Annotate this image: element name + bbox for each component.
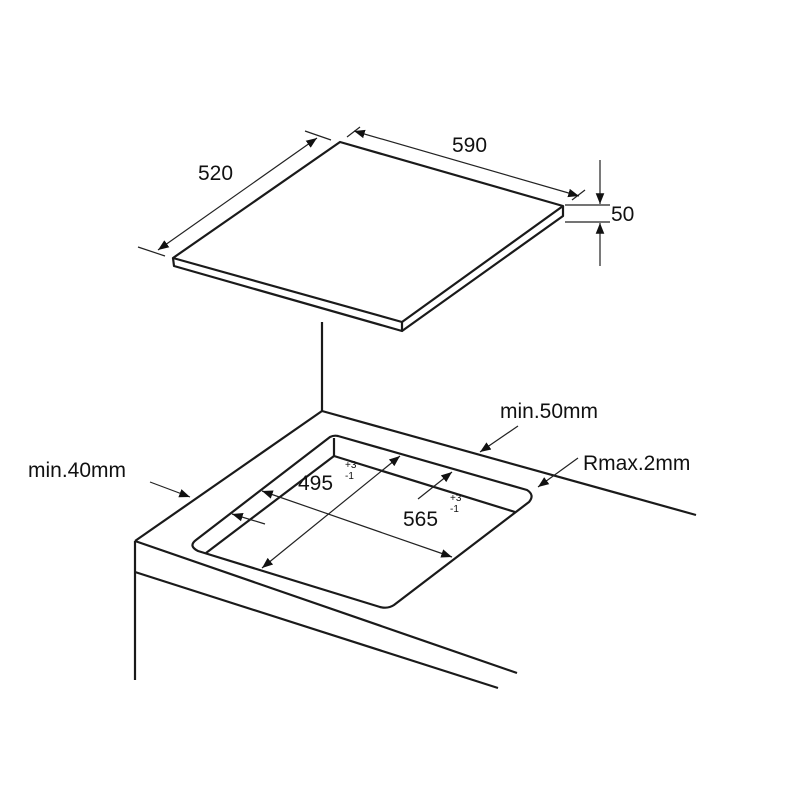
front-clearance-callout: min.40mm [28,459,191,498]
width-dimension: 590 [346,126,586,201]
cutout [191,434,533,609]
rear-clearance-label: min.50mm [500,400,598,423]
front-clearance-label: min.40mm [28,459,126,482]
cutout-depth-tol-plus: +3 [345,460,357,471]
corner-radius-callout: Rmax.2mm [537,452,690,488]
height-dimension: 50 [565,160,634,266]
cutout-depth-tol-minus: -1 [345,471,354,482]
cutout-depth-label: 495 [298,472,333,495]
rear-offset-arrow [417,471,453,500]
front-offset-arrow [231,512,266,525]
depth-label: 520 [198,162,233,185]
width-label: 590 [452,134,487,157]
cutout-width-label: 565 [403,508,438,531]
depth-dimension: 520 [137,130,332,257]
cutout-width-tol-minus: -1 [450,504,459,515]
rear-clearance-callout: min.50mm [479,400,598,453]
countertop [133,409,697,690]
height-label: 50 [611,203,634,226]
cutout-width-dimension: 565 +3 -1 [261,490,462,558]
cutout-width-tol-plus: +3 [450,493,462,504]
corner-radius-label: Rmax.2mm [583,452,690,475]
